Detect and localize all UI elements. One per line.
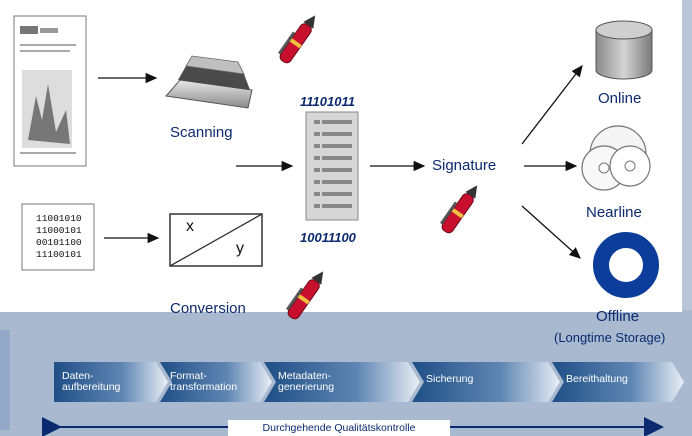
label-scanning: Scanning (170, 124, 233, 141)
bitstring-top: 11101011 (300, 94, 355, 109)
label-online: Online (598, 90, 642, 107)
pen-icon (278, 15, 316, 64)
conversion-y: y (236, 240, 244, 257)
binary-line: 11100101 (36, 249, 82, 260)
binary-code: 11001010 11000101 00101100 11100101 (36, 213, 82, 261)
pen-icon (286, 271, 324, 320)
binary-line: 11000101 (36, 225, 82, 236)
quality-control-label: Durchgehende Qualitätskontrolle (228, 420, 450, 436)
database-icon (595, 20, 653, 80)
pen-icon (440, 185, 478, 234)
conversion-box-icon (169, 213, 263, 267)
process-step-1-label: Daten-aufbereitung (62, 370, 121, 393)
label-offline: Offline (596, 308, 640, 325)
binary-line: 00101100 (36, 237, 82, 248)
process-step-2 (160, 362, 272, 402)
ring-disk-icon (593, 232, 659, 298)
metadata-document-icon (305, 111, 359, 221)
label-signature: Signature (432, 157, 497, 174)
label-offline-note: (Longtime Storage) (554, 330, 666, 345)
process-step-5 (552, 362, 684, 402)
process-step-4 (412, 362, 560, 402)
process-step-3 (264, 362, 420, 402)
process-chevrons (54, 362, 684, 402)
process-step-2-label: Format-transformation (170, 370, 238, 393)
label-conversion: Conversion (170, 300, 246, 317)
process-step-3-label: Metadaten-generierung (278, 370, 335, 393)
binary-line: 11001010 (36, 213, 82, 224)
binary-code-icon (21, 203, 95, 271)
document-icon (13, 15, 87, 167)
label-nearline: Nearline (586, 204, 642, 221)
process-step-4-label: Sicherung (426, 373, 474, 385)
conversion-x: x (186, 218, 194, 235)
bitstring-bottom: 10011100 (300, 230, 356, 245)
process-step-5-label: Bereithaltung (566, 373, 628, 385)
scanner-icon (165, 55, 253, 109)
process-step-1 (54, 362, 168, 402)
cd-stack-icon (581, 125, 651, 191)
